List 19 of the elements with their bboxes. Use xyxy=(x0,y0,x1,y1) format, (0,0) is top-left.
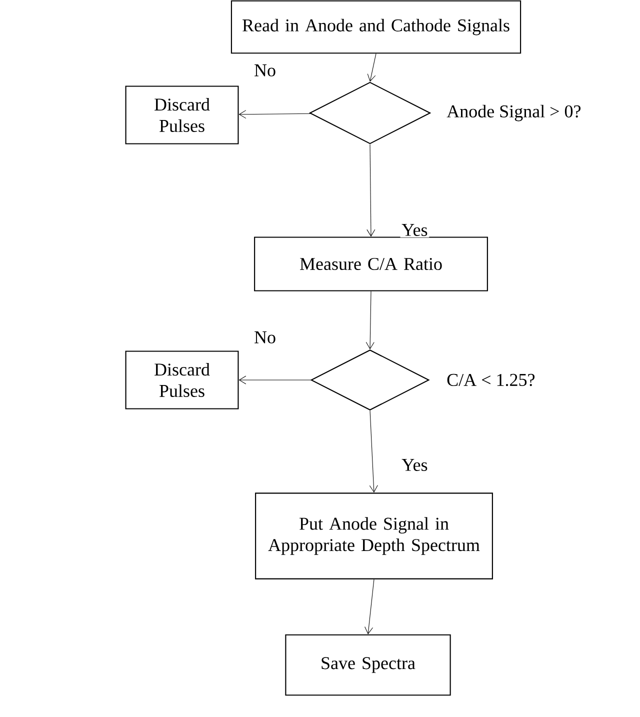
arrow xyxy=(366,144,376,237)
edge-label: No xyxy=(252,63,278,78)
process-box: Read in Anode and Cathode Signals xyxy=(230,0,522,54)
process-box: Save Spectra xyxy=(285,634,451,696)
process-box: Discard Pulses xyxy=(125,86,239,144)
condition-label: Anode Signal > 0? xyxy=(446,104,580,122)
arrow xyxy=(364,579,374,634)
arrow xyxy=(238,110,311,119)
process-box: Discard Pulses xyxy=(125,350,239,410)
edge-label: Yes xyxy=(400,222,430,238)
edge-label: Yes xyxy=(400,458,430,472)
edge-label: No xyxy=(252,330,278,345)
arrow xyxy=(367,53,376,82)
arrow xyxy=(238,376,311,384)
arrow xyxy=(366,291,374,350)
process-box: Measure C/A Ratio xyxy=(254,236,488,292)
condition-label: C/A < 1.25? xyxy=(447,374,535,386)
arrow xyxy=(369,410,378,493)
process-box: Put Anode Signal in Appropriate Depth Spectrum xyxy=(255,492,493,580)
